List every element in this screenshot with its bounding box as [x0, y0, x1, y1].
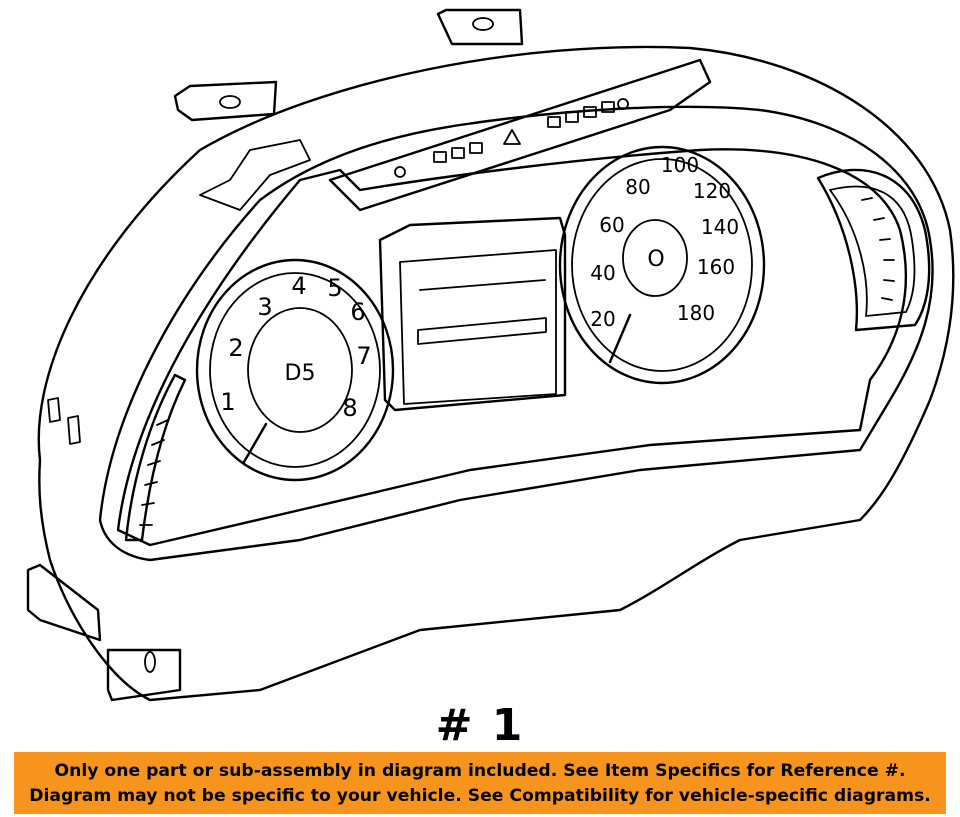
face-plate	[116, 148, 907, 547]
lower-bracket	[26, 397, 182, 702]
speedo-number-120: 120	[693, 179, 731, 203]
speedo-number-20: 20	[590, 307, 615, 331]
speedo-number-180: 180	[677, 301, 715, 325]
speedo-number-160: 160	[697, 255, 735, 279]
speedo-number-80: 80	[625, 175, 650, 199]
tach-number-2: 2	[228, 334, 243, 362]
tach-number-4: 4	[291, 272, 306, 300]
indicator-strip	[328, 58, 712, 212]
housing-rib	[199, 139, 311, 211]
tach-number-1: 1	[220, 388, 235, 416]
tach-number-7: 7	[356, 342, 371, 370]
tachometer: 1 2 3 4 5 6 7 8 D5	[195, 258, 395, 482]
disclaimer-banner: Only one part or sub-assembly in diagram…	[14, 752, 946, 814]
speedo-number-40: 40	[590, 261, 615, 285]
disclaimer-line-1: Only one part or sub-assembly in diagram…	[54, 761, 906, 781]
tach-number-3: 3	[257, 293, 272, 321]
tach-number-6: 6	[350, 298, 365, 326]
left-aux-gauge	[124, 373, 187, 542]
speedo-number-100: 100	[661, 153, 699, 177]
tach-number-8: 8	[342, 394, 357, 422]
outer-housing	[37, 45, 955, 702]
top-mounting-tab	[436, 8, 524, 46]
tach-number-5: 5	[327, 274, 342, 302]
disclaimer-line-2: Diagram may not be specific to your vehi…	[29, 786, 931, 806]
left-mounting-tab	[173, 80, 278, 122]
gear-display: D5	[285, 361, 316, 386]
inner-bezel	[98, 105, 934, 562]
part-number-label: # 1	[435, 700, 525, 751]
speedo-number-60: 60	[599, 213, 624, 237]
speedo-center-mark: O	[647, 247, 664, 272]
right-aux-gauge	[816, 168, 931, 332]
speedometer: 20 40 60 80 100 120 140 160 180 O	[558, 145, 766, 385]
center-display	[378, 216, 567, 412]
speedo-number-140: 140	[701, 215, 739, 239]
